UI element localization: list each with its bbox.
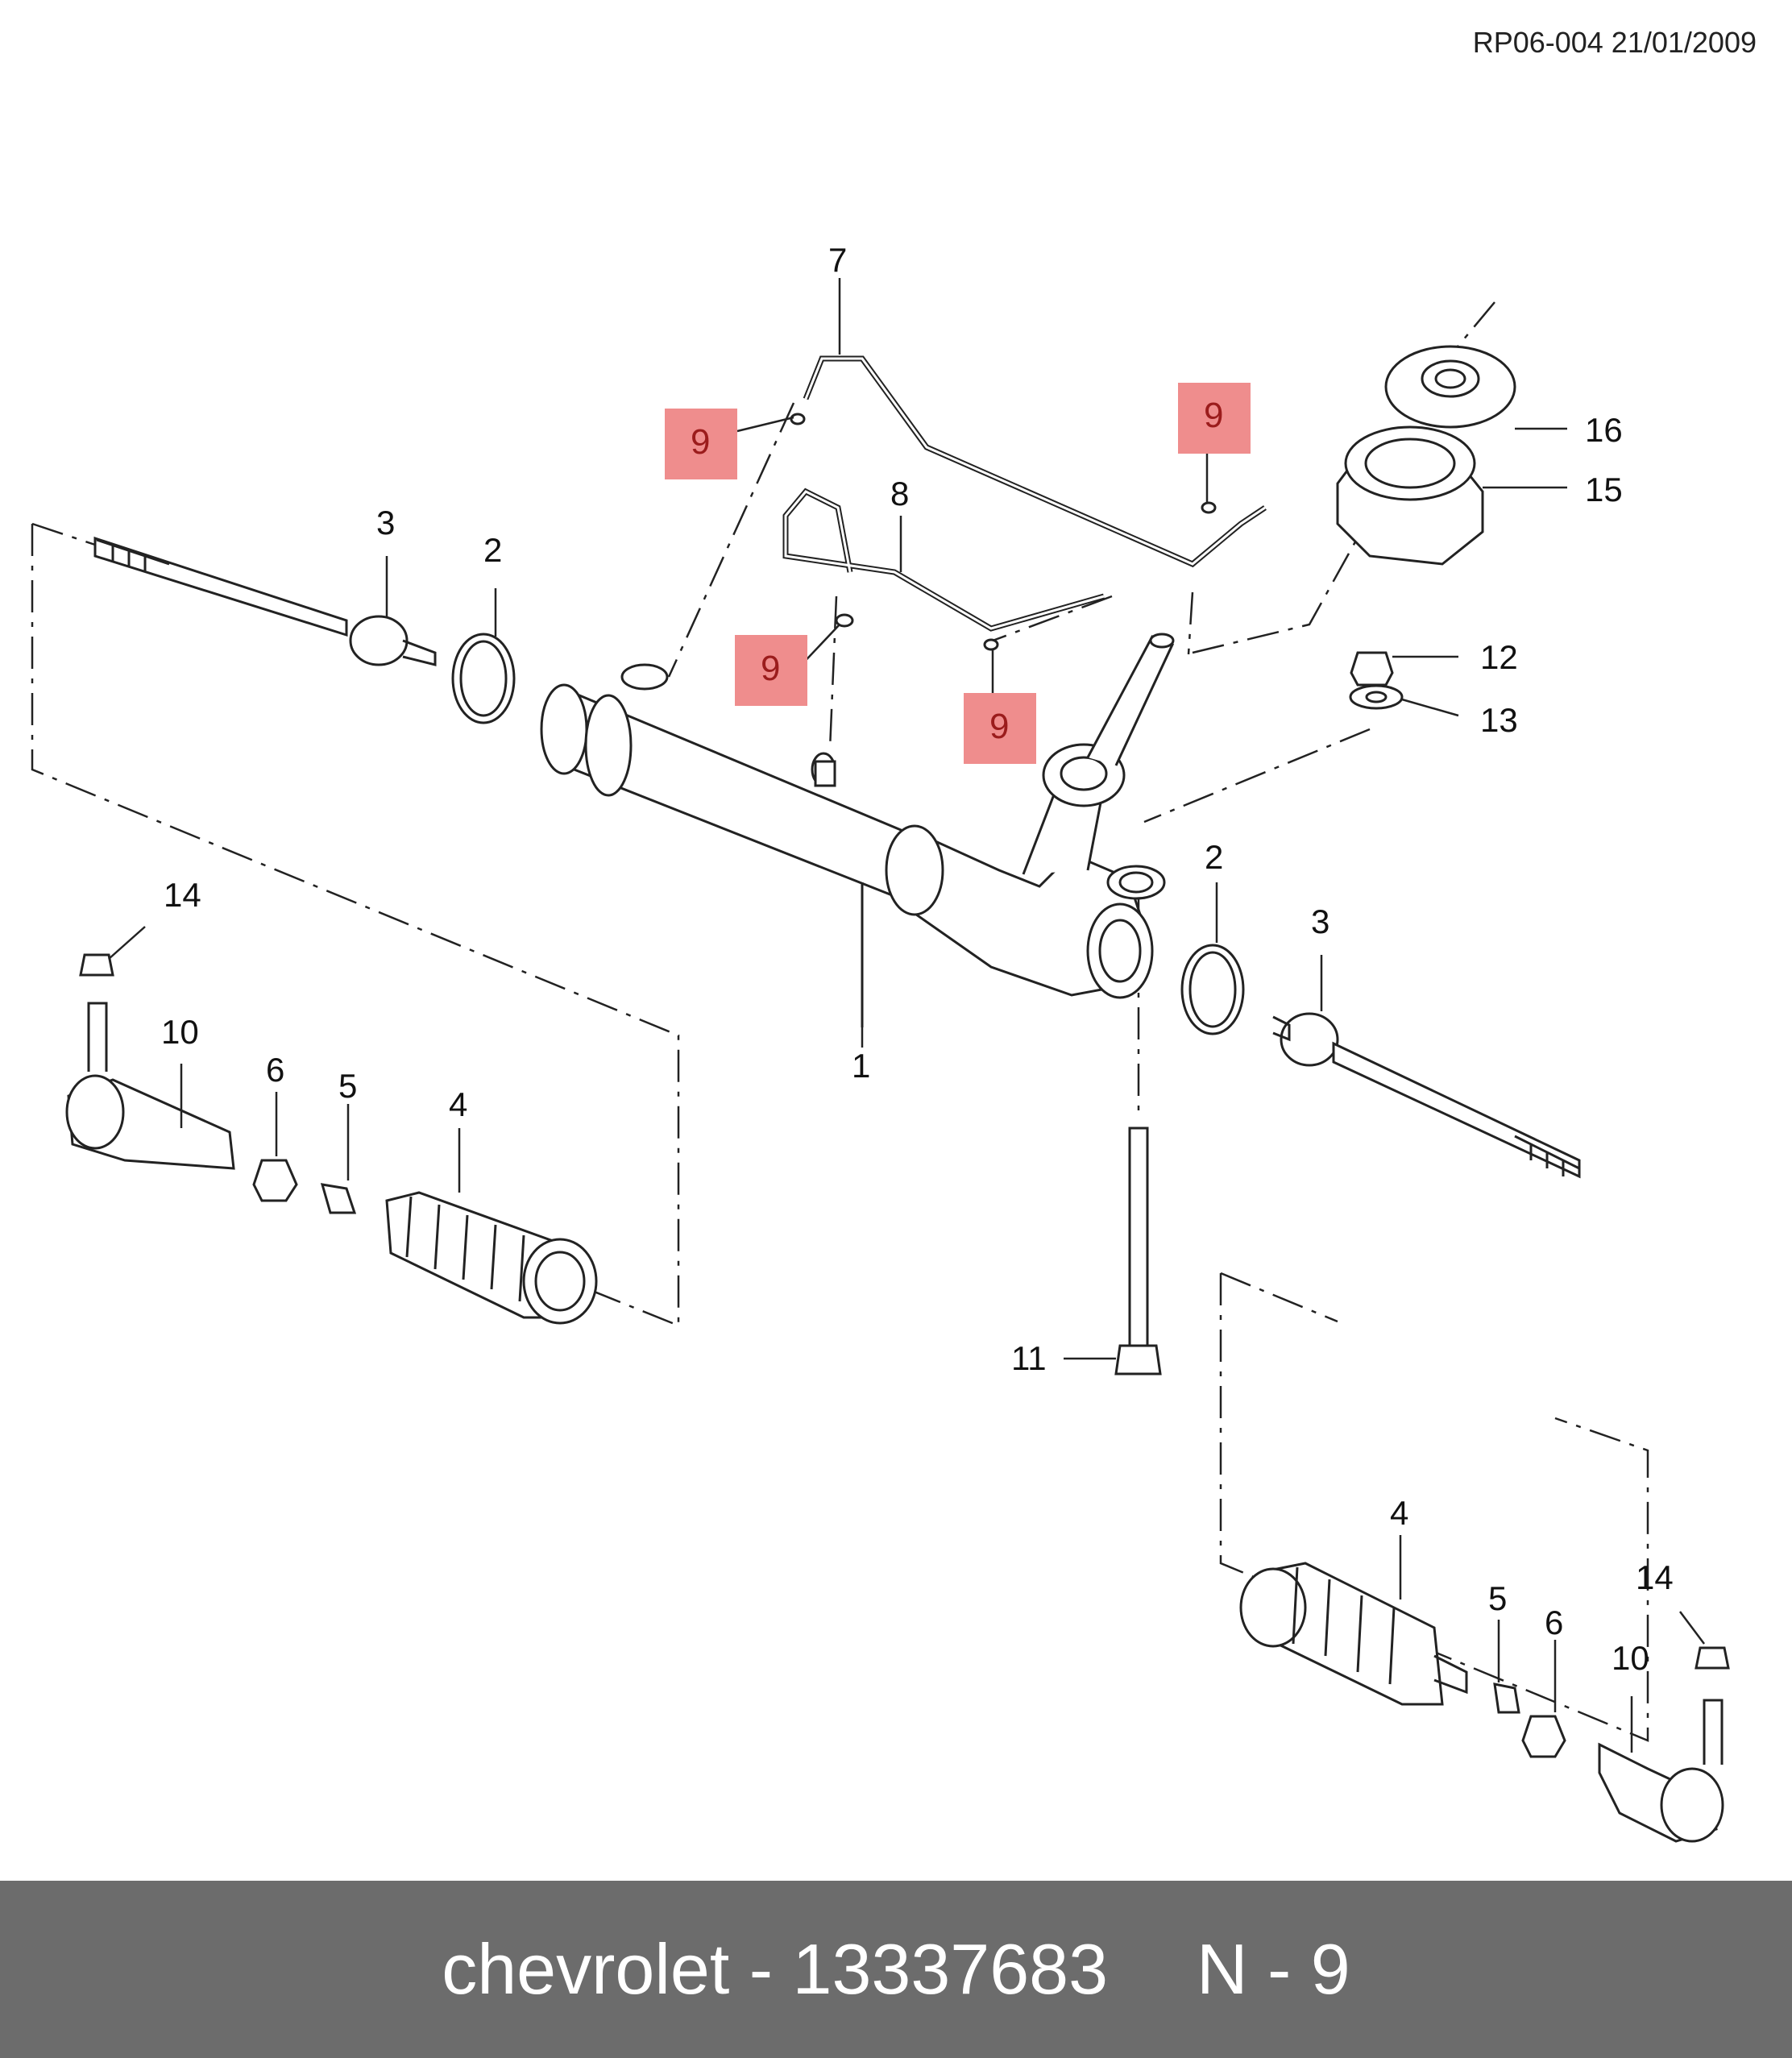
callout-15: 15 [1585, 471, 1623, 508]
callout-11: 11 [1011, 1339, 1047, 1377]
seal-ring-b [835, 613, 854, 628]
seal-ring-a [790, 413, 806, 425]
callout-14a: 14 [164, 876, 201, 914]
callout-2b: 2 [1205, 838, 1223, 876]
part-info-banner: chevrolet - 13337683 N - 9 [0, 1881, 1792, 2058]
leader-mount-top [1454, 301, 1495, 351]
fluid-pipe-8 [782, 488, 1105, 632]
highlight-9a: 9 [665, 409, 737, 479]
callout-5a: 5 [338, 1067, 357, 1105]
callout-6a: 6 [266, 1051, 284, 1089]
callout-6b: 6 [1545, 1604, 1563, 1641]
highlight-9c: 9 [735, 635, 807, 706]
highlight-9b: 9 [1178, 383, 1251, 454]
port-fitting [814, 760, 836, 787]
fluid-pipe-7-inner [804, 357, 1266, 566]
seal-ring-c [983, 638, 999, 651]
callout-leader-13 [1401, 698, 1459, 717]
callout-13: 13 [1480, 701, 1518, 739]
callout-7: 7 [828, 241, 847, 279]
outer-tie-rod-end-left [65, 953, 235, 1170]
callout-9b: 9 [1204, 396, 1223, 435]
callout-4b: 4 [1390, 1494, 1408, 1532]
callout-3b: 3 [1311, 902, 1329, 940]
boot-clamp-right [1180, 944, 1245, 1035]
fluid-pipe-8-inner [784, 490, 1105, 630]
separator: - [729, 1929, 793, 2009]
callout-5b: 5 [1488, 1579, 1507, 1617]
callout-9a: 9 [691, 422, 710, 462]
leader-pipe-7-left [667, 402, 795, 678]
outer-tie-rod-end-right [1598, 1646, 1730, 1843]
leader-frame-left-top [31, 522, 96, 546]
inner-tie-rod-right [1272, 1012, 1581, 1179]
callout-leader-9a [736, 416, 794, 433]
callout-14b: 14 [1636, 1558, 1674, 1596]
leader-nut-12 [1143, 728, 1371, 824]
callout-8: 8 [890, 475, 909, 512]
leader-strut-mount [1192, 515, 1371, 654]
callout-leader-14b [1679, 1611, 1705, 1645]
leader-frame-right-top [1220, 1272, 1338, 1323]
highlight-9d: 9 [964, 693, 1036, 764]
leader-pipe-8-port [828, 595, 838, 750]
callout-9d: 9 [989, 707, 1009, 746]
washer [1349, 684, 1404, 710]
rack-boot-right [1239, 1562, 1468, 1706]
washer-hole [1365, 691, 1388, 703]
jam-nut-right [1521, 1715, 1566, 1758]
part-number: 13337683 [792, 1929, 1109, 2009]
steering-gear-exploded-diagram: 1 2 2 3 3 4 4 5 5 6 6 7 8 10 10 11 12 13… [31, 241, 1730, 1843]
leader-pipe-8-right [992, 595, 1113, 642]
brand-name: chevrolet [442, 1929, 730, 2009]
callout-12: 12 [1480, 638, 1518, 676]
leader-pinion [1187, 591, 1194, 655]
boot-clip-right [1493, 1682, 1520, 1714]
rack-boot-left [385, 1191, 598, 1325]
leader-frame-right [1219, 1273, 1649, 1742]
seal-ring-d [1201, 501, 1217, 514]
diagram-position: N - 9 [1197, 1929, 1350, 2009]
steering-rack-housing [540, 633, 1175, 1027]
leader-frame-left [31, 524, 680, 1327]
callout-10a: 10 [161, 1013, 199, 1051]
inner-tie-rod-left [93, 536, 437, 666]
callout-2a: 2 [483, 531, 502, 569]
callout-leader-14a [108, 926, 146, 960]
jam-nut-left [252, 1159, 298, 1202]
mounting-bolt [1114, 1127, 1162, 1375]
boot-clamp-left [451, 633, 516, 724]
boot-clip-left [320, 1183, 357, 1214]
callout-10b: 10 [1612, 1639, 1649, 1677]
callout-3a: 3 [376, 504, 395, 541]
diagram-reference: RP06-004 21/01/2009 [1472, 26, 1757, 59]
upper-bearing-plate [1384, 345, 1516, 429]
callout-16: 16 [1585, 411, 1623, 449]
insulator-mount [1336, 425, 1484, 566]
boot-clamp-right-inner [1188, 951, 1237, 1028]
callout-1: 1 [852, 1047, 870, 1085]
flange-nut [1350, 651, 1394, 687]
callout-9c: 9 [761, 649, 780, 688]
boot-clamp-left-inner [459, 640, 508, 717]
callout-4a: 4 [449, 1085, 467, 1123]
